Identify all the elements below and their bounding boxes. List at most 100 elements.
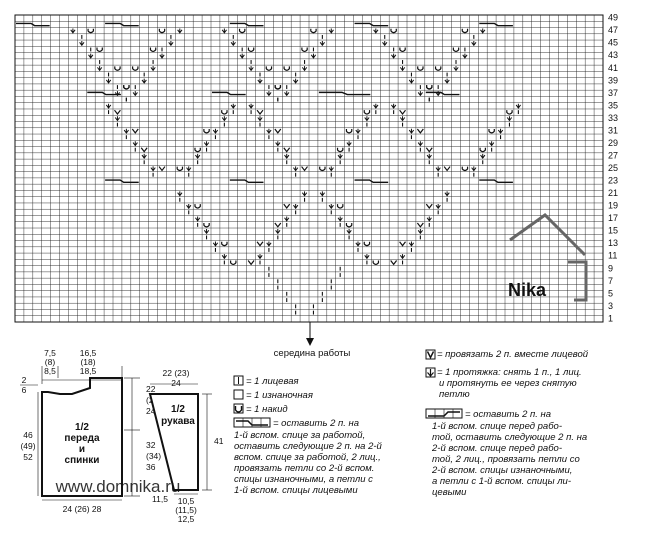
yarn-over bbox=[336, 204, 344, 209]
body-bottom-width: 24 (26) 28 bbox=[63, 504, 102, 514]
yarn-over bbox=[399, 47, 406, 53]
sleeve-label-1: 1/2 bbox=[171, 404, 185, 415]
decrease-arrow bbox=[195, 153, 201, 159]
decrease-arrow bbox=[497, 128, 504, 134]
skp-line-3: петлю bbox=[439, 389, 470, 400]
yarn-over bbox=[434, 66, 442, 71]
k2tog-stitch bbox=[283, 203, 291, 210]
decrease-arrow bbox=[266, 128, 272, 134]
decrease-arrow bbox=[373, 28, 379, 34]
stitch-grid bbox=[14, 14, 604, 323]
decrease-arrow bbox=[150, 66, 156, 72]
decrease-arrow bbox=[221, 254, 227, 260]
shoulder-width-2: (18) bbox=[80, 357, 95, 367]
k2tog-stitch bbox=[274, 128, 282, 134]
cable-stitch bbox=[318, 91, 371, 96]
decrease-arrow bbox=[141, 78, 147, 84]
stitch-symbols bbox=[16, 22, 521, 315]
legend-skp: = 1 протяжка: снять 1 п., 1 лиц. и протя… bbox=[437, 367, 637, 400]
body-label-4: спинки bbox=[65, 455, 100, 466]
decrease-arrow bbox=[284, 91, 290, 97]
skp-line-1: = 1 протяжка: снять 1 п., 1 лиц. bbox=[437, 367, 582, 378]
neck-drop-1: 2 bbox=[22, 375, 27, 385]
k2tog-symbol-icon bbox=[425, 349, 436, 360]
decrease-arrow bbox=[328, 203, 334, 210]
decrease-arrow bbox=[212, 128, 219, 134]
cable-right-line-1: = оставить 2 п. на bbox=[465, 409, 552, 420]
yarn-over bbox=[310, 28, 317, 34]
cable-stitch bbox=[87, 91, 121, 96]
yarn-over bbox=[363, 110, 371, 115]
decrease-arrow bbox=[515, 103, 521, 109]
cable-stitch bbox=[105, 22, 139, 27]
row-number: 33 bbox=[608, 113, 618, 123]
row-number: 37 bbox=[608, 88, 618, 98]
decrease-arrow bbox=[70, 28, 76, 34]
row-number: 23 bbox=[608, 176, 618, 186]
center-marker: середина работы bbox=[274, 322, 351, 359]
decrease-arrow bbox=[435, 166, 441, 172]
row-number: 5 bbox=[608, 288, 613, 298]
decrease-arrow bbox=[212, 241, 219, 247]
decrease-arrow bbox=[79, 41, 85, 47]
cable-left-line-4: вспом. спице за работой, 2 лиц., bbox=[234, 452, 381, 463]
cable-left-line-3: оставить следующие 2 п. на 2-й bbox=[234, 441, 382, 452]
k2tog-stitch bbox=[399, 241, 406, 247]
decrease-arrow bbox=[417, 91, 423, 97]
row-number: 45 bbox=[608, 38, 618, 48]
decrease-arrow bbox=[266, 91, 272, 97]
yarn-over bbox=[194, 204, 201, 209]
decrease-arrow bbox=[319, 41, 325, 47]
nika-logo: Nika bbox=[508, 213, 588, 302]
decrease-arrow bbox=[346, 229, 352, 235]
decrease-arrow bbox=[480, 28, 486, 34]
yarn-over bbox=[96, 47, 103, 53]
row-number: 9 bbox=[608, 263, 613, 273]
cable-stitch bbox=[425, 91, 460, 96]
k2tog-stitch bbox=[131, 128, 139, 134]
sleeve-bottom-width-2: (11,5) bbox=[175, 505, 197, 515]
side-height-3: 36 bbox=[146, 462, 156, 472]
yarn-over bbox=[114, 66, 121, 71]
armhole-height-1: 22 bbox=[146, 384, 156, 394]
legend-purl: = 1 изнаночная bbox=[246, 390, 313, 401]
cable-left-line-5: провязать петли со 2-й вспом. bbox=[234, 463, 375, 474]
cable-stitch bbox=[229, 179, 264, 183]
decrease-arrow bbox=[284, 216, 290, 222]
yarn-over bbox=[319, 166, 326, 172]
decrease-arrow bbox=[391, 103, 397, 109]
row-number: 3 bbox=[608, 301, 613, 311]
decrease-arrow bbox=[337, 153, 343, 159]
row-number: 13 bbox=[608, 238, 618, 248]
decrease-arrow bbox=[203, 229, 210, 235]
yarn-over bbox=[301, 47, 308, 53]
legend-cable-left: = оставить 2 п. на bbox=[273, 418, 423, 429]
legend-yarn-over: = 1 накид bbox=[246, 404, 288, 415]
k2tog-stitch bbox=[399, 109, 406, 116]
decrease-arrow bbox=[293, 166, 299, 172]
decrease-arrow bbox=[399, 254, 406, 260]
purl-symbol-icon bbox=[233, 389, 244, 400]
decrease-arrow bbox=[195, 216, 201, 222]
neck-width-1: 7,5 bbox=[44, 348, 56, 358]
row-number: 39 bbox=[608, 75, 618, 85]
cable-right-line-6: 2-й вспом. спицы изнаночными, bbox=[432, 465, 573, 476]
decrease-arrow bbox=[462, 53, 468, 59]
side-height-2: (34) bbox=[146, 451, 161, 461]
yarn-over bbox=[149, 47, 157, 53]
decrease-arrow bbox=[453, 66, 459, 72]
decrease-arrow bbox=[257, 254, 263, 260]
yarn-over bbox=[123, 85, 130, 90]
decrease-arrow bbox=[132, 141, 138, 147]
yarn-over bbox=[194, 147, 201, 153]
decrease-arrow bbox=[355, 241, 361, 247]
decrease-arrow bbox=[123, 128, 129, 134]
yarn-over bbox=[203, 222, 210, 228]
row-number: 27 bbox=[608, 150, 618, 160]
yarn-over bbox=[488, 128, 495, 134]
cable-stitch bbox=[354, 179, 389, 183]
decrease-arrow bbox=[417, 141, 423, 147]
cable-stitch bbox=[479, 22, 513, 27]
row-number: 35 bbox=[608, 100, 618, 110]
decrease-arrow bbox=[391, 53, 397, 59]
